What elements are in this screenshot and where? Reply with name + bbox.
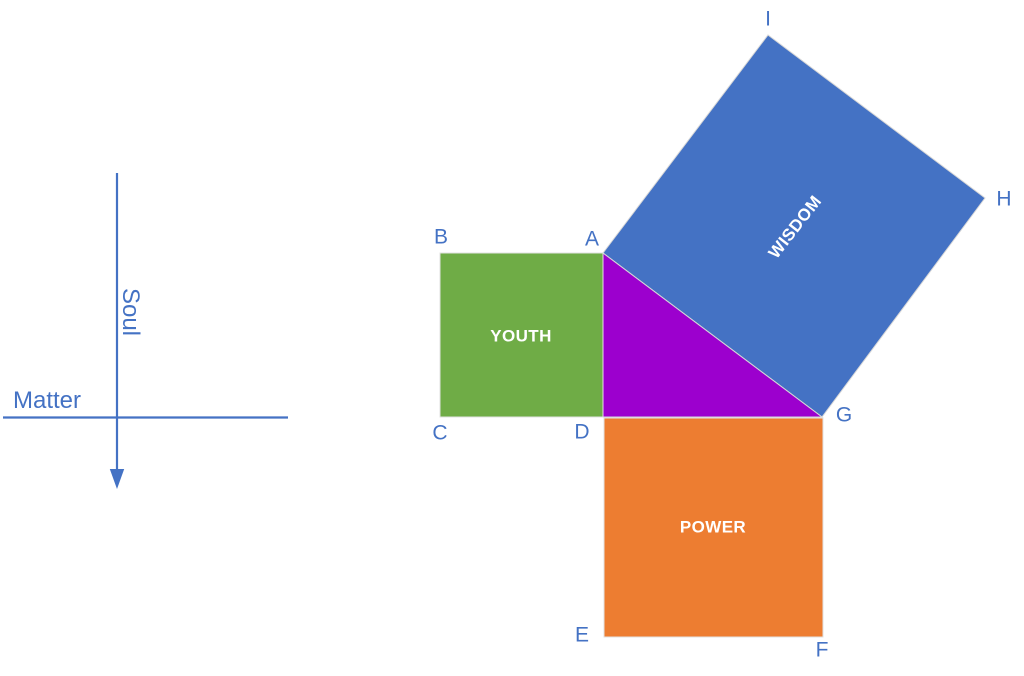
- power-square: [603, 417, 824, 638]
- power-square-label: POWER: [679, 517, 747, 537]
- youth-square-label: YOUTH: [490, 326, 552, 346]
- vertical-axis-arrowhead-icon: [109, 469, 125, 489]
- vertex-label-c: C: [432, 421, 448, 445]
- vertex-label-g: G: [835, 403, 853, 427]
- vertex-label-i: I: [765, 7, 771, 31]
- vertex-label-e: E: [574, 623, 590, 647]
- vertex-label-h: H: [996, 187, 1012, 211]
- vertex-label-b: B: [433, 225, 449, 249]
- vertex-label-d: D: [574, 420, 590, 444]
- vertex-label-f: F: [815, 638, 829, 662]
- soul-axis-label: Soul: [117, 287, 144, 337]
- youth-square: [439, 252, 604, 418]
- vertex-label-a: A: [584, 227, 600, 251]
- matter-axis-label: Matter: [12, 387, 82, 414]
